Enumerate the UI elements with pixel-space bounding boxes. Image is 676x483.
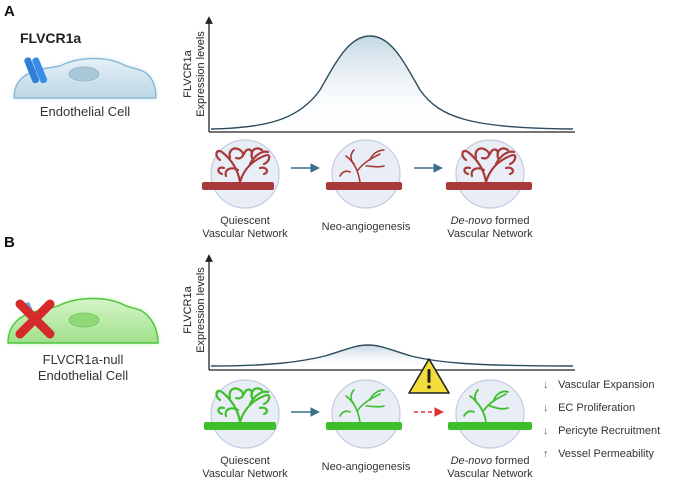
- stage-circle-a-quiescent: [202, 139, 280, 209]
- panel-letter-b: B: [4, 234, 15, 251]
- effect-pericyte-recruitment: ↓ Pericyte Recruitment: [543, 425, 661, 437]
- down-arrow-icon: ↓: [543, 379, 549, 391]
- stage-circle-b-denovo: [448, 379, 532, 449]
- stage-circle-b-quiescent: [204, 379, 280, 449]
- axes-a: [205, 16, 575, 133]
- stage-label-b-denovo: De-novo formed Vascular Network: [447, 455, 533, 480]
- ylabel-a-line1: FLVCR1a: [182, 50, 194, 98]
- knockout-x-icon: [15, 299, 55, 339]
- gene-title: FLVCR1a: [20, 30, 82, 46]
- ylabel-a: FLVCR1a Expression levels: [182, 14, 210, 134]
- effect-vessel-permeability: ↑ Vessel Permeability: [543, 448, 655, 460]
- stage-label-b-quiescent: Quiescent Vascular Network: [202, 455, 288, 480]
- down-arrow-icon: ↓: [543, 402, 549, 414]
- stage-circle-a-denovo: [446, 139, 532, 209]
- effect-vascular-expansion: ↓ Vascular Expansion: [543, 379, 655, 391]
- effects-list: ↓ Vascular Expansion ↓ EC Proliferation …: [543, 378, 660, 461]
- expression-curve-b: [211, 345, 573, 369]
- ylabel-b-line1: FLVCR1a: [182, 286, 194, 334]
- ylabel-a-line2: Expression levels: [195, 31, 207, 117]
- stage-circle-b-neo: [326, 379, 402, 449]
- flvcr1a-receptor-icon: [24, 57, 48, 84]
- endothelial-cell-label: Endothelial Cell: [39, 104, 131, 119]
- expression-curve-a: [211, 36, 573, 131]
- stage-label-a-quiescent: Quiescent Vascular Network: [202, 215, 288, 240]
- null-cell-label: FLVCR1a-null Endothelial Cell: [37, 352, 129, 383]
- axes-b: [205, 254, 575, 371]
- stage-label-b-neo: Neo-angiogenesis: [321, 461, 411, 473]
- stage-label-a-denovo: De-novo formed Vascular Network: [447, 215, 533, 240]
- down-arrow-icon: ↓: [543, 425, 549, 437]
- effect-ec-proliferation: ↓ EC Proliferation: [543, 402, 636, 414]
- endothelial-cell-a: [13, 57, 157, 99]
- ylabel-b: FLVCR1a Expression levels: [182, 250, 210, 370]
- stage-circle-a-neo: [326, 139, 402, 209]
- ylabel-b-line2: Expression levels: [195, 267, 207, 353]
- warning-triangle-icon: [408, 358, 450, 394]
- up-arrow-icon: ↑: [543, 448, 549, 460]
- stage-label-a-neo: Neo-angiogenesis: [321, 221, 411, 233]
- panel-letter-a: A: [4, 3, 15, 20]
